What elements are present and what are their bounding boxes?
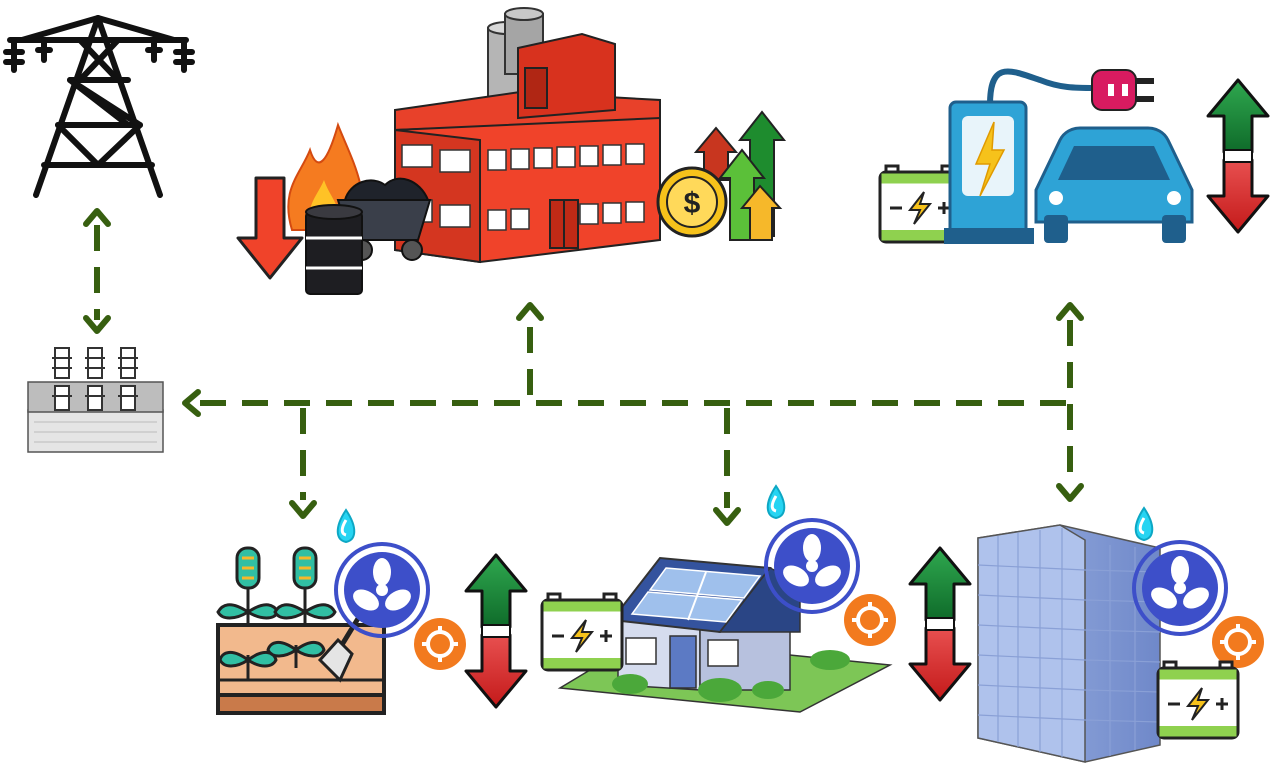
house-icon: [557, 556, 893, 713]
arrowhead-down-office: [1056, 483, 1084, 502]
arrowhead-down-farm: [289, 500, 317, 519]
arrowhead-down-transformer: [83, 315, 111, 334]
ev-charging-station-icon: [878, 68, 1194, 244]
dollar-sign: $: [684, 187, 701, 220]
arrowhead-left-transformer: [182, 389, 201, 417]
connector-arrowheads: [83, 208, 1084, 526]
fossil-fuel-icon: [287, 121, 432, 295]
decrease-arrow-icon: [236, 176, 304, 280]
transformer-icon: [27, 347, 164, 453]
connector-lines: [94, 225, 1073, 508]
house-battery-icon: [540, 592, 624, 672]
factory-icon: [394, 7, 661, 264]
arrowhead-down-house: [713, 507, 741, 526]
house-bidirectional-arrow-icon: [908, 546, 972, 702]
farm-bidirectional-arrow-icon: [464, 553, 528, 709]
transmission-tower-icon: [3, 15, 195, 198]
ev-bidirectional-arrow-icon: [1206, 78, 1270, 234]
farm-icon: [216, 546, 386, 715]
arrowhead-up-tower: [83, 208, 111, 227]
arrowhead-up-ev: [1056, 302, 1084, 321]
office-building-icon: [977, 524, 1161, 763]
office-battery-icon: [1156, 660, 1240, 740]
arrowhead-up-plant: [516, 302, 544, 321]
profit-growth-icon: $: [656, 110, 787, 241]
